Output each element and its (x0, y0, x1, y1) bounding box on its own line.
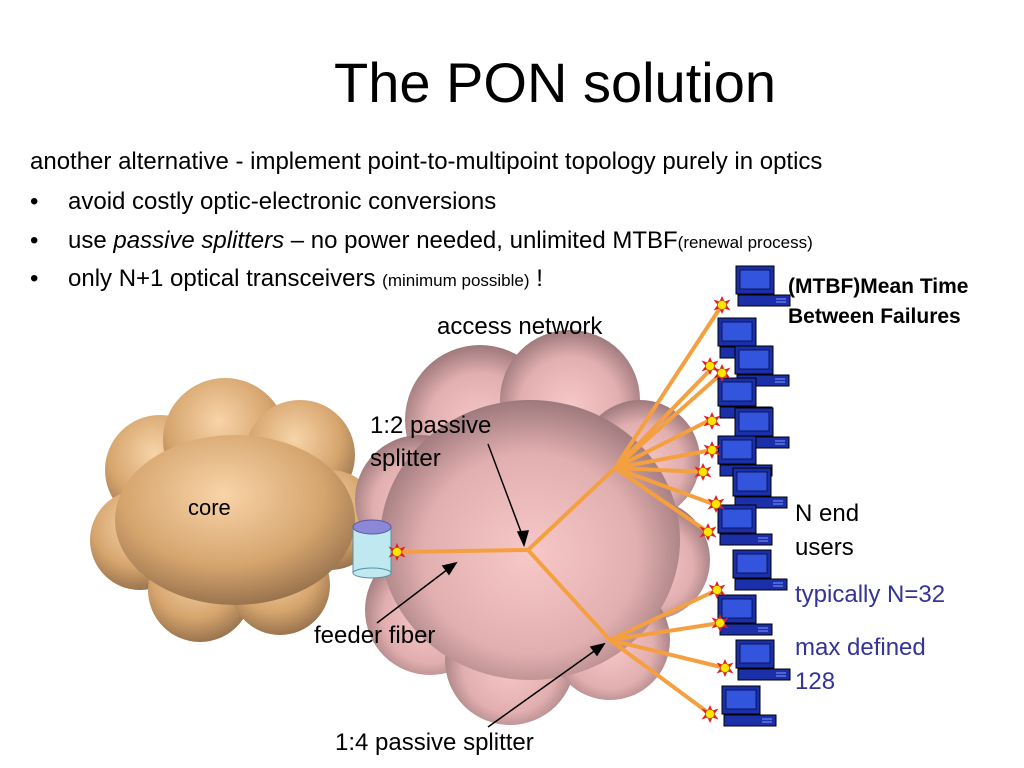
mtbf-note: (MTBF)Mean Time Between Failures (788, 272, 968, 332)
end-user-computers (717, 265, 791, 727)
core-cloud (90, 378, 380, 642)
bullet-marker: • (30, 227, 39, 254)
bullet-text-pre: use (68, 227, 114, 254)
splitter-1-2-line1: 1:2 passive (370, 412, 492, 439)
bullet-text-pre: only N+1 optical transceivers (68, 265, 383, 292)
mtbf-line2: Between Failures (788, 305, 961, 328)
bullet-transceivers: • only N+1 optical transceivers (minimum … (30, 265, 543, 293)
n-end-line2: users (795, 534, 854, 561)
bullet-text-post: ! (529, 265, 543, 292)
pointer-arrows (376, 443, 606, 728)
max-line1: max defined (795, 634, 926, 661)
bullet-text-italic: passive splitters (113, 227, 285, 254)
fiber-lines (396, 303, 727, 716)
intro-text: another alternative - implement point-to… (30, 148, 823, 175)
max-line2: 128 (795, 668, 836, 695)
olt-cylinder-icon (352, 519, 392, 579)
splitter-1-2-line2: splitter (370, 445, 441, 472)
splitter-1-4-label: 1:4 passive splitter (335, 729, 534, 756)
access-network-cloud (355, 330, 710, 725)
n-end-users-label: N end users (795, 497, 859, 565)
bullet-passive-splitters: • use passive splitters – no power needed… (30, 227, 813, 255)
slide-title: The PON solution (334, 51, 776, 114)
bullet-marker: • (30, 188, 39, 215)
typically-n-label: typically N=32 (795, 581, 946, 608)
n-end-line1: N end (795, 500, 860, 527)
core-label: core (188, 495, 231, 520)
bullet-text-small: (renewal process) (677, 233, 813, 252)
feeder-fiber-label: feeder fiber (314, 622, 436, 649)
bullet-marker: • (30, 265, 39, 292)
bullet-text: avoid costly optic-electronic conversion… (68, 188, 497, 215)
max-defined-label: max defined 128 (795, 631, 926, 699)
splitter-1-2-label: 1:2 passive splitter (370, 409, 491, 475)
bullet-text-post: – no power needed, unlimited MTBF (284, 227, 678, 254)
bullet-text-small: (minimum possible) (382, 271, 530, 290)
mtbf-line1: (MTBF)Mean Time (788, 275, 969, 298)
bullet-conversions: • avoid costly optic-electronic conversio… (30, 188, 496, 216)
access-network-label: access network (437, 313, 603, 340)
